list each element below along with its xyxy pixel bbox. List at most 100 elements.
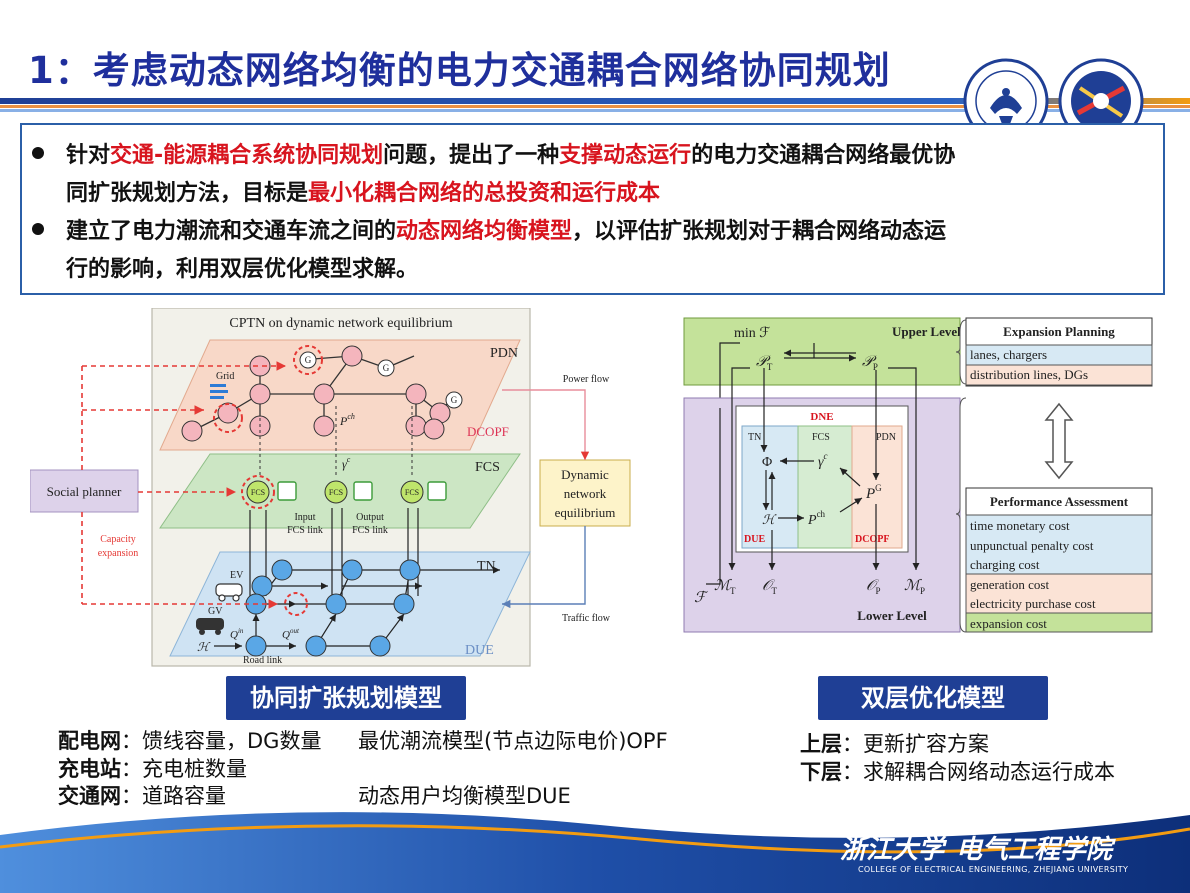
- gamma-label: γc: [818, 451, 828, 470]
- fcs-col-label: FCS: [812, 432, 830, 443]
- fcs-column: [797, 425, 853, 549]
- tn-node: [399, 559, 421, 581]
- fcs-node: [324, 480, 348, 504]
- upper-level-box: [683, 317, 961, 386]
- f-label: ℱ: [694, 590, 709, 606]
- tn-node: [369, 635, 391, 657]
- bullet1-highlight: 最小化耦合网络的总投资和运行成本: [308, 181, 661, 206]
- info-text: ：馈线容量，DG数量: [121, 729, 322, 753]
- expansion-row: [965, 364, 1153, 386]
- pch-label: Pch: [807, 509, 826, 528]
- mt-label: ℳT: [714, 578, 736, 596]
- dne-label: DNE: [810, 411, 833, 423]
- pdn-col-label: PDN: [876, 432, 896, 443]
- tn-node: [325, 593, 347, 615]
- charger-icon: [353, 481, 373, 501]
- input-link-label: FCS link: [287, 525, 323, 536]
- generator-icon: [445, 391, 463, 409]
- info-text: ：道路容量: [121, 784, 226, 808]
- cost-item: generation cost: [970, 577, 1049, 592]
- pdn-node: [341, 345, 363, 367]
- fcs-layer-label: FCS: [475, 460, 500, 475]
- expansion-marker: [293, 345, 323, 375]
- info-row-charging-station: 充电站：充电桩数量: [58, 756, 247, 783]
- expansion-marker: [241, 475, 275, 509]
- expansion-marker: [284, 592, 308, 616]
- gv-car-icon: [196, 618, 224, 635]
- summary-bullet-1: 针对交通-能源耦合系统协同规划问题，提出了一种支撑动态运行的电力交通耦合网络最优…: [32, 137, 955, 213]
- cost-item: charging cost: [970, 557, 1040, 572]
- info-label: 上层: [800, 732, 842, 756]
- pdn-node: [313, 415, 335, 437]
- grid-label: Grid: [216, 371, 234, 382]
- footer-school-name: 浙江大学电气工程学院: [840, 829, 1112, 866]
- bullet2-highlight: 动态网络均衡模型: [396, 219, 573, 244]
- min-f-label: min ℱ: [734, 326, 770, 341]
- info-text: ：充电桩数量: [121, 757, 247, 781]
- capacity-label: expansion: [98, 548, 139, 559]
- phi-label: Φ: [762, 455, 772, 470]
- expansion-cost-group: [965, 612, 1153, 633]
- dcopf-label: DCOPF: [855, 534, 889, 545]
- footer-english-name: COLLEGE OF ELECTRICAL ENGINEERING, ZHEJI…: [858, 865, 1129, 874]
- generator-label: G: [383, 363, 390, 373]
- pdn-node: [405, 415, 427, 437]
- double-arrow-icon: [1044, 402, 1074, 480]
- bullet1-text: 问题，提出了一种: [383, 143, 560, 168]
- footer-wave-banner: [0, 812, 1190, 893]
- title-divider-bar: [0, 98, 1190, 112]
- bilevel-diagram: min ℱ Upper Level 𝒫T 𝒫P DNE TN FCS PDN Φ…: [683, 317, 1153, 633]
- upper-level-label: Upper Level: [892, 324, 961, 339]
- power-flow-label: Power flow: [563, 374, 610, 385]
- mp-label: ℳP: [904, 578, 925, 596]
- bullet1-text: 同扩张规划方法，目标是: [66, 181, 309, 206]
- bullet1-text: 针对: [66, 143, 111, 168]
- info-text: ：更新扩容方案: [842, 732, 989, 756]
- info-label: 配电网: [58, 729, 121, 753]
- grid-icon: [210, 384, 228, 399]
- bullet2-text: ，以评估扩张规划对于耦合网络动态运: [572, 219, 947, 244]
- info-opf-note: 最优潮流模型(节点边际电价)OPF: [358, 729, 668, 753]
- fcs-node: [246, 480, 270, 504]
- charger-icon: [427, 481, 447, 501]
- capacity-label: Capacity: [100, 534, 136, 545]
- h-label: ℋ: [197, 640, 211, 654]
- pdn-node: [181, 420, 203, 442]
- diagram-heading: CPTN on dynamic network equilibrium: [229, 316, 452, 331]
- input-link-label: Input: [294, 512, 315, 523]
- info-due-note: 动态用户均衡模型DUE: [358, 784, 571, 808]
- due-label: DUE: [744, 534, 765, 545]
- pdn-node: [249, 355, 271, 377]
- dcopf-label: DCOPF: [467, 424, 509, 439]
- page-title: 1：考虑动态网络均衡的电力交通耦合网络协同规划: [28, 49, 891, 92]
- pdn-column: [851, 425, 903, 549]
- pdn-node: [249, 383, 271, 405]
- info-row-upper: 上层：更新扩容方案: [800, 731, 989, 758]
- info-row-lower: 下层：求解耦合网络动态运行成本: [800, 759, 1115, 786]
- bullet1-highlight: 支撑动态运行: [559, 143, 692, 168]
- expansion-planning-label: Expansion Planning: [1003, 324, 1115, 339]
- social-planner-box: [30, 469, 139, 513]
- fcs-node: [400, 480, 424, 504]
- expansion-item: distribution lines, DGs: [970, 367, 1088, 382]
- road-link-label: Road link: [243, 655, 282, 666]
- bracket: [955, 319, 967, 385]
- pdn-node: [313, 383, 335, 405]
- dne-label: network: [564, 486, 607, 501]
- bullet2-text: 行的影响，利用双层优化模型求解。: [66, 257, 419, 282]
- bullet2-text: 建立了电力潮流和交通车流之间的: [66, 219, 397, 244]
- pdn-cost-group: [965, 573, 1153, 614]
- generator-label: G: [305, 355, 312, 365]
- qout-label: Qout: [282, 627, 300, 641]
- due-label: DUE: [465, 643, 494, 658]
- info-label: 充电站: [58, 757, 121, 781]
- pdn-node: [423, 418, 445, 440]
- pch-label: Pch: [339, 412, 355, 428]
- fcs-node-label: FCS: [251, 488, 265, 497]
- pdn-node: [405, 383, 427, 405]
- tn-node: [305, 635, 327, 657]
- charger-icon: [277, 481, 297, 501]
- tn-column: [741, 425, 799, 549]
- h-label: ℋ: [762, 512, 777, 527]
- info-row-distribution: 配电网：馈线容量，DG数量: [58, 728, 321, 755]
